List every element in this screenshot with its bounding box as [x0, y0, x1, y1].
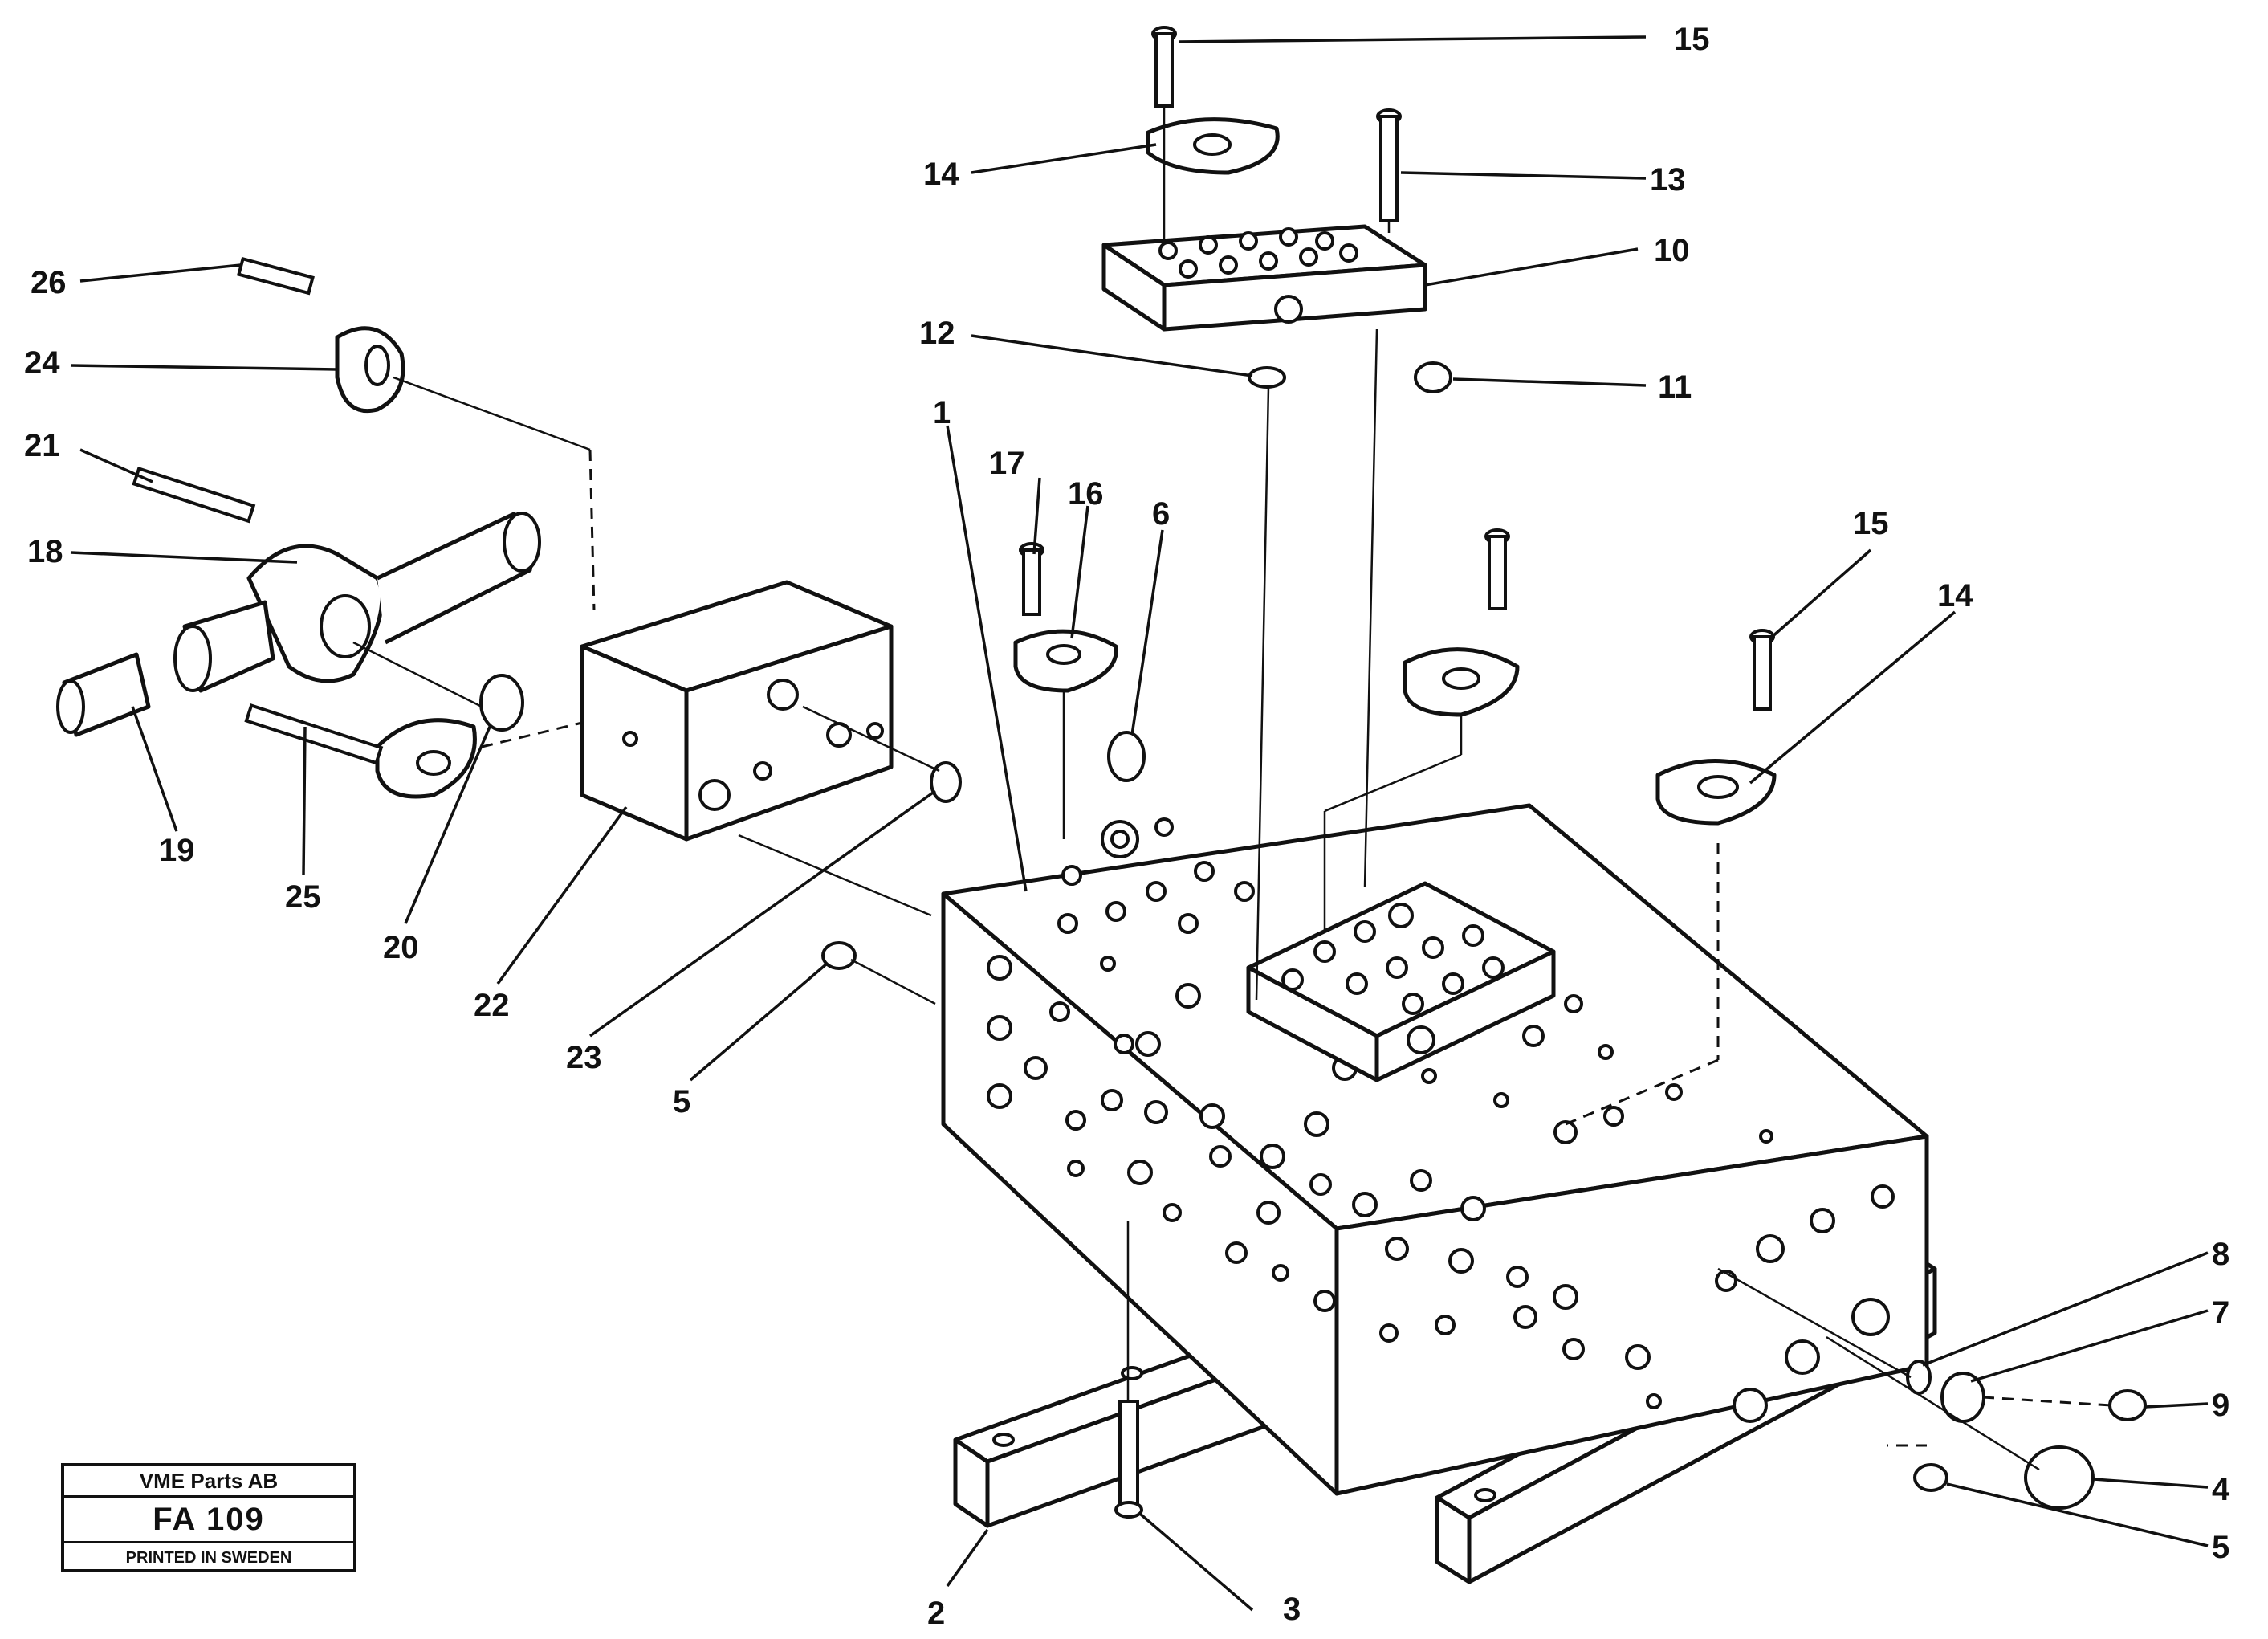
block-side-holes: [987, 955, 1651, 1370]
title-block: VME Parts AB FA 109 PRINTED IN SWEDEN: [61, 1463, 356, 1572]
bolt-3: [1114, 1400, 1143, 1519]
seal-ring-8: [1906, 1360, 1932, 1395]
callout-21: 21: [24, 428, 60, 463]
bolt-15-right: [1749, 629, 1775, 711]
plug-5-right: [1913, 1463, 1948, 1492]
callout-18: 18: [27, 534, 63, 569]
figure-code: FA 109: [64, 1498, 353, 1543]
callout-19: 19: [159, 833, 195, 868]
callout-14b: 14: [1937, 578, 1973, 614]
bolt-21: [132, 466, 256, 524]
valve-section-22: [580, 580, 894, 842]
bolt-17: [1019, 542, 1044, 616]
callout-24: 24: [24, 345, 60, 381]
callout-17: 17: [989, 446, 1025, 481]
callout-15: 15: [1674, 22, 1710, 57]
block-end-holes: [1646, 1184, 1895, 1423]
callout-9: 9: [2212, 1388, 2229, 1423]
flange-clamp-16: [1013, 629, 1118, 693]
callout-5b: 5: [2212, 1530, 2229, 1565]
callout-labels: 15 14 13 10 12 11 1 17 16 6 15 14 26 24 …: [24, 22, 2230, 1631]
callout-8: 8: [2212, 1237, 2229, 1272]
plug-4: [2024, 1445, 2095, 1510]
leader-lines: [70, 35, 2209, 1612]
callout-12: 12: [919, 316, 955, 351]
callout-26: 26: [31, 265, 67, 300]
flange-clamp-20: [375, 718, 477, 799]
callout-6: 6: [1152, 496, 1170, 532]
callout-10: 10: [1654, 233, 1690, 268]
block-top-holes: [1057, 817, 1773, 1144]
bolt-13: [1376, 108, 1402, 222]
callout-25: 25: [285, 879, 321, 915]
callout-23: 23: [566, 1040, 602, 1075]
callout-14: 14: [923, 157, 959, 192]
plug-9: [2108, 1389, 2147, 1421]
seal-ring-12: [1248, 366, 1286, 389]
plug-11: [1414, 361, 1452, 393]
bolt-26: [236, 256, 315, 296]
top-plate: [1101, 224, 1427, 332]
seal-ring-20: [479, 674, 524, 732]
print-note: PRINTED IN SWEDEN: [125, 1549, 292, 1567]
callout-13: 13: [1650, 162, 1686, 198]
flange-clamp-center: [1403, 647, 1520, 717]
plug-5-left: [821, 941, 857, 970]
callout-7: 7: [2212, 1295, 2229, 1331]
callout-1: 1: [933, 395, 951, 430]
callout-20: 20: [383, 930, 419, 965]
adapter-19: [56, 652, 151, 737]
flange-clamp-24: [335, 326, 405, 414]
callout-15b: 15: [1853, 506, 1889, 541]
bolt-25: [244, 703, 384, 765]
bolt-15-top: [1151, 26, 1177, 108]
callout-11: 11: [1658, 369, 1692, 405]
bolt-center: [1484, 528, 1510, 610]
sub-plate: [1246, 881, 1556, 1082]
flange-clamp-14-top: [1146, 117, 1280, 175]
flange-clamp-14-right: [1655, 759, 1777, 826]
plug-6: [1107, 731, 1146, 782]
callout-22: 22: [474, 988, 510, 1023]
callout-3: 3: [1283, 1592, 1301, 1627]
assembly-lines: [352, 106, 2112, 1471]
seal-ring-23: [930, 761, 962, 803]
callout-2: 2: [927, 1596, 945, 1631]
callout-4: 4: [2212, 1472, 2230, 1507]
callout-16: 16: [1068, 476, 1104, 512]
callout-5: 5: [673, 1084, 690, 1119]
flange-fitting-18: [173, 512, 541, 693]
main-valve-block: [941, 803, 1929, 1496]
company-name: VME Parts AB: [64, 1466, 353, 1498]
